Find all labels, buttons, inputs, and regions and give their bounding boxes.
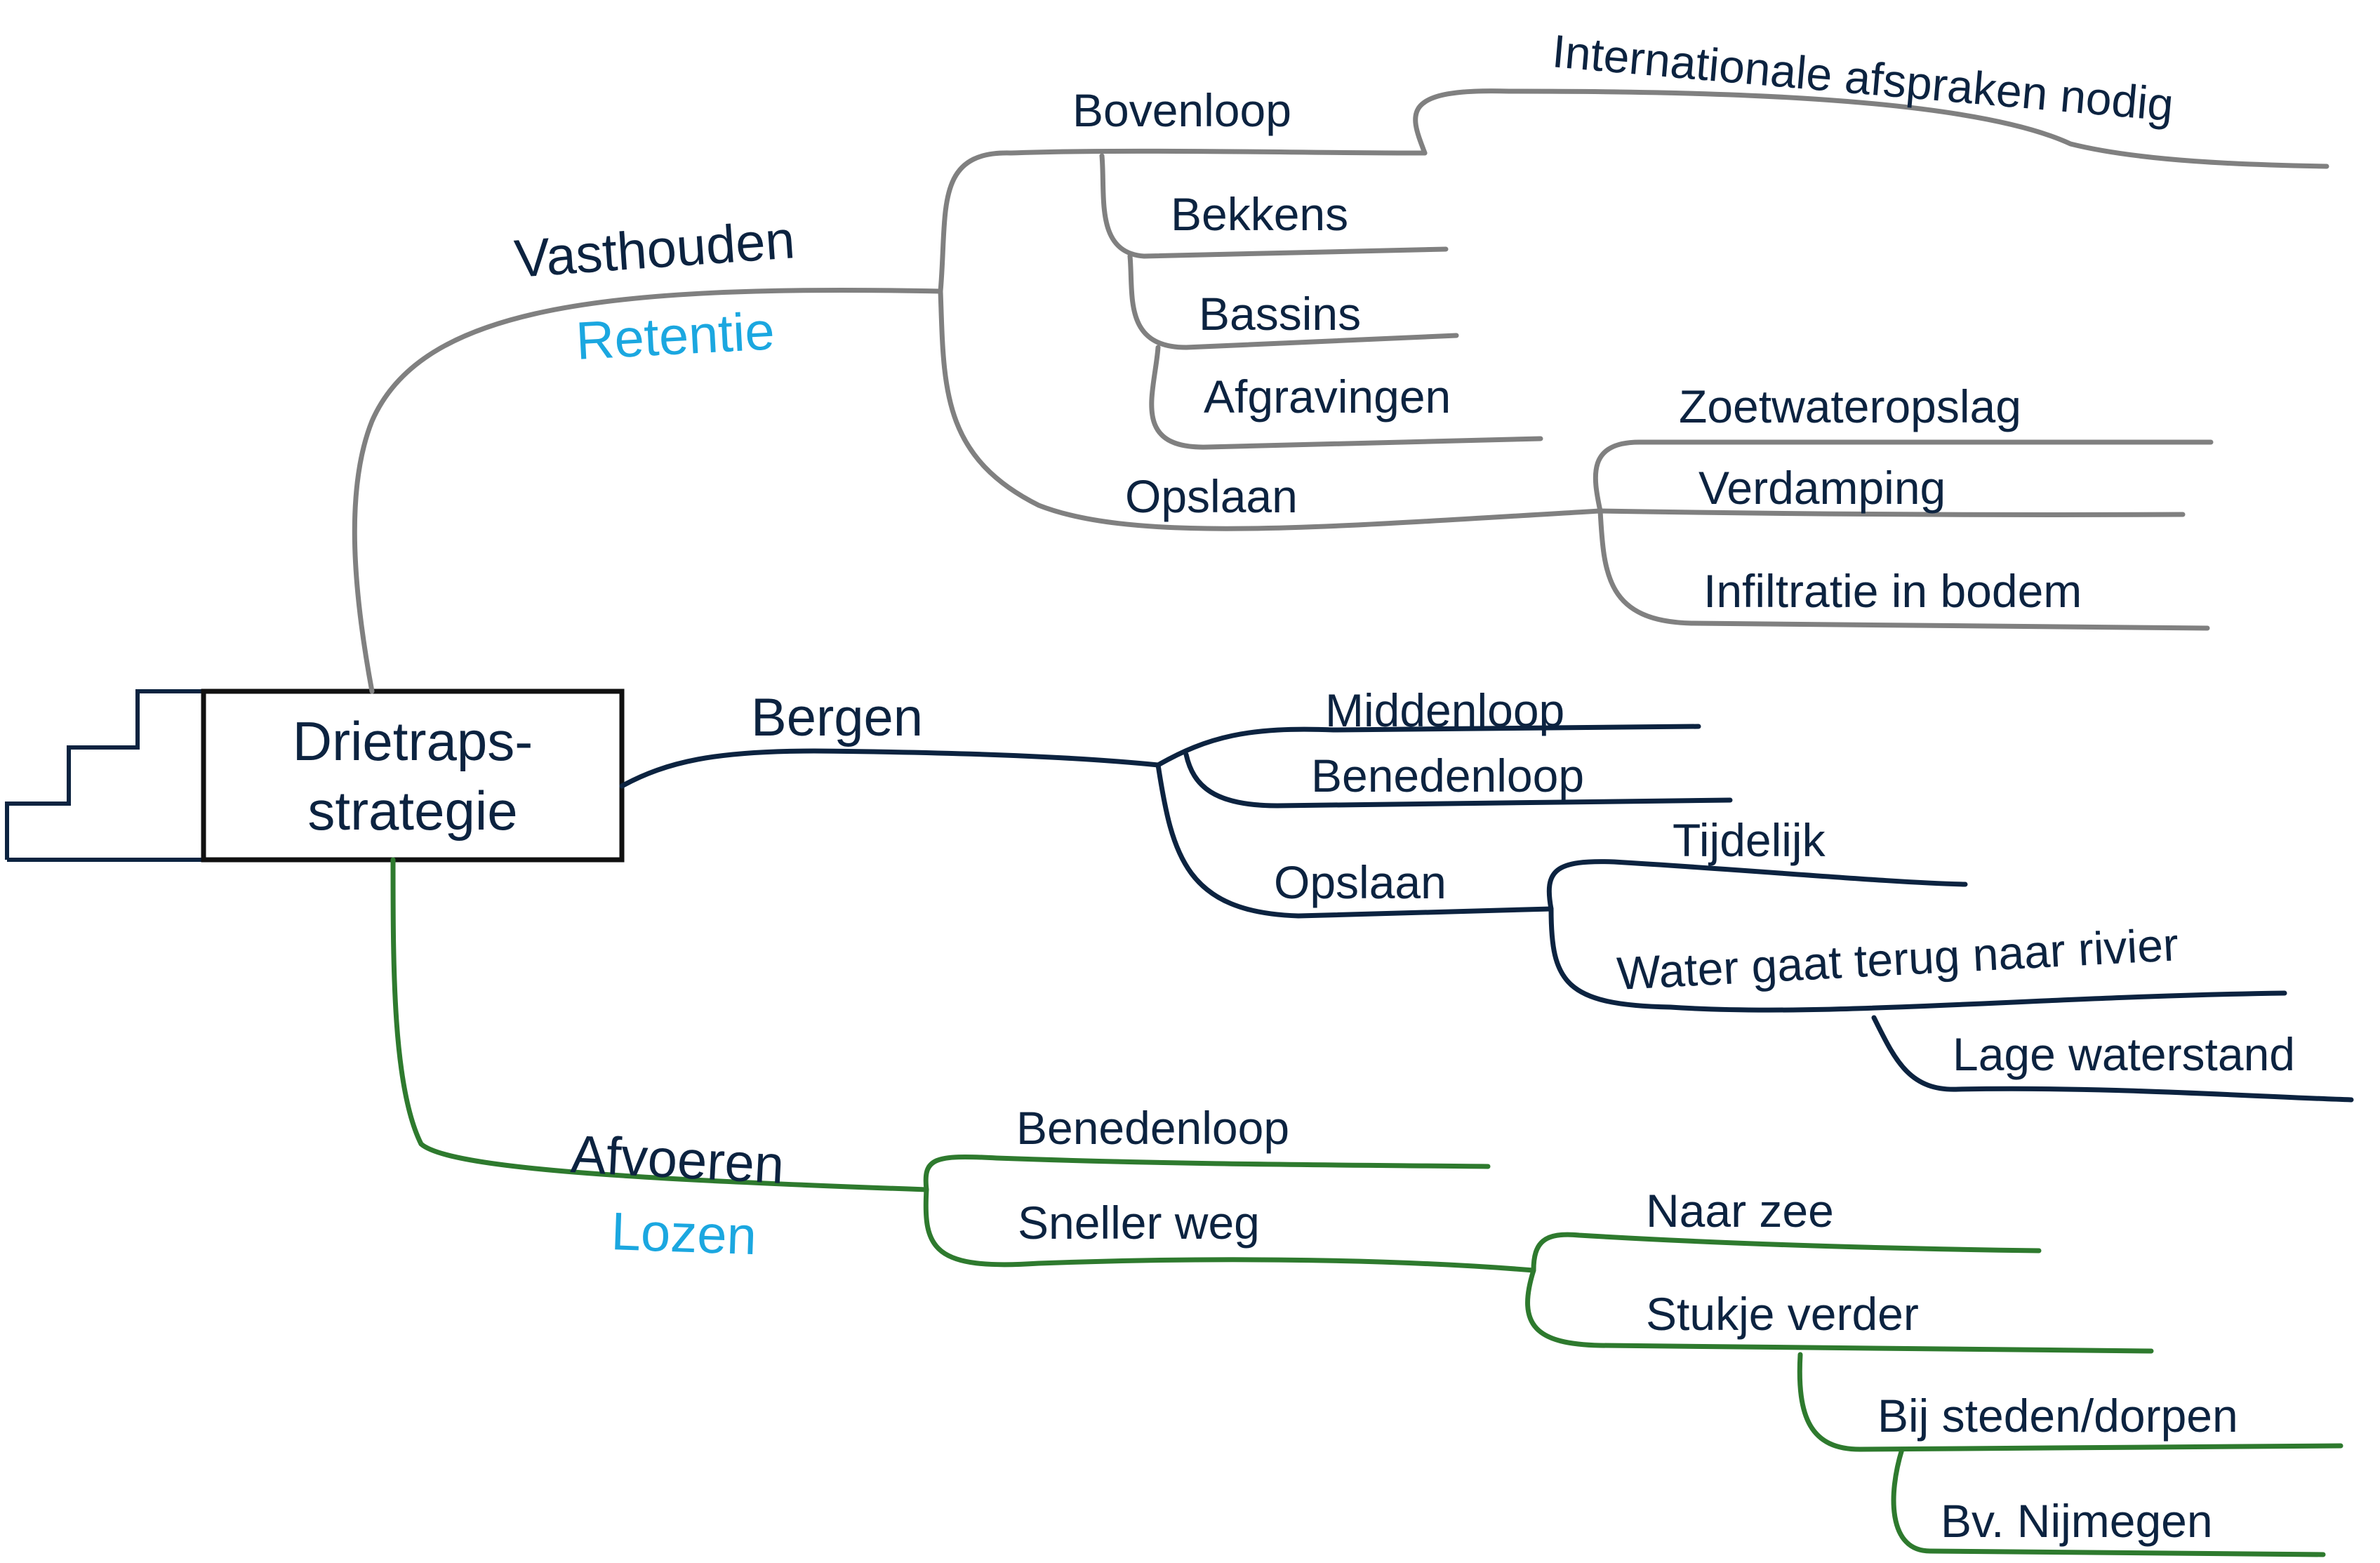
connector-benedenloop-bergen bbox=[1183, 752, 1733, 809]
label-bassins: Bassins bbox=[1199, 288, 1361, 340]
connector-sneller-weg bbox=[923, 1187, 1536, 1273]
connector-vasthouden bbox=[352, 287, 943, 694]
connector-opslaan-bergen bbox=[1155, 762, 1554, 919]
label-infiltratie: Infiltratie in bodem bbox=[1703, 565, 2082, 617]
label-nijmegen: Bv. Nijmegen bbox=[1941, 1495, 2213, 1547]
root-title-line2: strategie bbox=[307, 780, 517, 842]
label-afgravingen: Afgravingen bbox=[1204, 371, 1451, 423]
connector-benedenloop-afvoeren bbox=[923, 1155, 1491, 1192]
label-lozen: Lozen bbox=[610, 1202, 757, 1266]
label-lage-waterstand: Lage waterstand bbox=[1953, 1028, 2295, 1080]
label-internationale-afspraken: Internationale afspraken nodig bbox=[1550, 25, 2176, 131]
label-naar-zee: Naar zee bbox=[1646, 1185, 1834, 1237]
label-benedenloop-bergen: Benedenloop bbox=[1311, 750, 1584, 802]
branch-bergen: Bergen Middenloop Benedenloop Opslaan Ti… bbox=[619, 684, 2354, 1103]
label-bergen: Bergen bbox=[751, 688, 923, 747]
connector-bovenloop bbox=[938, 148, 1428, 294]
stairs-icon bbox=[5, 689, 204, 860]
connector-note bbox=[1413, 88, 2329, 169]
label-bovenloop: Bovenloop bbox=[1072, 84, 1291, 136]
label-sneller-weg: Sneller weg bbox=[1018, 1197, 1260, 1249]
label-benedenloop-afvoeren: Benedenloop bbox=[1016, 1102, 1289, 1154]
branch-afvoeren: Afvoeren Lozen Benedenloop Sneller weg N… bbox=[390, 857, 2344, 1557]
connector-middenloop bbox=[1155, 724, 1701, 768]
label-vasthouden: Vasthouden bbox=[512, 210, 797, 289]
connector-nijmegen bbox=[1891, 1446, 2326, 1557]
label-bekkens: Bekkens bbox=[1171, 188, 1348, 240]
connector-stukje-verder bbox=[1525, 1268, 2154, 1354]
root-title-line1: Drietraps- bbox=[293, 710, 533, 772]
label-zoetwateropslag: Zoetwateropslag bbox=[1679, 380, 2021, 432]
label-retentie: Retentie bbox=[574, 301, 776, 371]
branch-vasthouden: Vasthouden Retentie Bovenloop Internatio… bbox=[352, 25, 2329, 694]
connector-bergen bbox=[619, 748, 1161, 789]
label-middenloop: Middenloop bbox=[1325, 684, 1564, 736]
connector-tijdelijk bbox=[1546, 859, 1968, 912]
label-water-terug: Water gaat terug naar rivier bbox=[1616, 918, 2180, 999]
label-tijdelijk: Tijdelijk bbox=[1673, 814, 1826, 866]
label-opslaan-bergen: Opslaan bbox=[1274, 856, 1447, 908]
label-afvoeren: Afvoeren bbox=[569, 1124, 785, 1195]
connector-bekkens bbox=[1099, 153, 1449, 259]
connector-water-terug bbox=[1548, 906, 2287, 1013]
connector-bassins bbox=[1127, 253, 1459, 350]
root-node: Drietraps- strategie bbox=[5, 689, 625, 863]
label-verdamping: Verdamping bbox=[1698, 462, 1946, 514]
connector-opslaan-retentie bbox=[938, 288, 1603, 531]
connector-verdamping bbox=[1597, 508, 2186, 517]
connector-infiltratie bbox=[1597, 508, 2210, 631]
connector-lage-waterstand bbox=[1871, 1015, 2354, 1103]
label-stukje-verder: Stukje verder bbox=[1646, 1288, 1919, 1340]
connector-afvoeren bbox=[390, 857, 929, 1192]
connector-zoetwater bbox=[1593, 439, 2214, 514]
label-opslaan-retentie: Opslaan bbox=[1125, 470, 1298, 522]
connector-naar-zee bbox=[1531, 1232, 2042, 1273]
connector-bij-steden bbox=[1797, 1352, 2344, 1452]
root-box bbox=[201, 689, 625, 863]
connector-afgravingen bbox=[1149, 345, 1543, 450]
label-bij-steden: Bij steden/dorpen bbox=[1877, 1390, 2238, 1442]
